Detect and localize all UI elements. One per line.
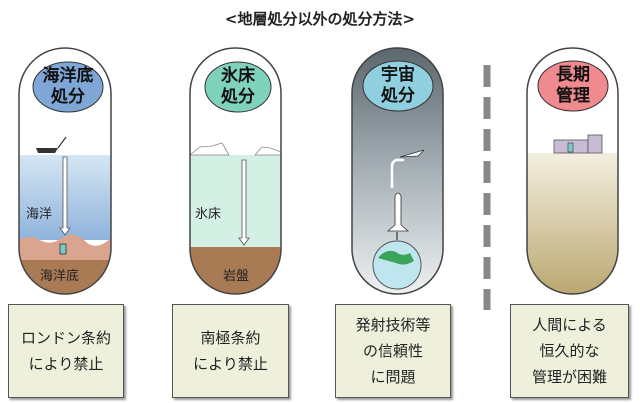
capsule-seabed xyxy=(18,47,112,295)
note-line: に問題 xyxy=(370,368,416,386)
rocket-icon xyxy=(386,192,410,232)
note-line: ロンドン条約 xyxy=(20,329,111,347)
note-line: 南極条約 xyxy=(200,329,261,347)
label-ellipse xyxy=(537,60,609,112)
label-line: 処分 xyxy=(51,87,85,107)
seabed-label: 海洋底 xyxy=(40,269,80,284)
note-box-icesheet: 南極条約 により禁止 xyxy=(172,304,289,398)
label-line: 管理 xyxy=(556,86,590,106)
method-label-space: 宇宙 処分 xyxy=(363,65,433,107)
bedrock-label: 岩盤 xyxy=(223,269,250,284)
method-label-longterm: 長期 管理 xyxy=(538,65,608,107)
label-line: 海洋底 xyxy=(42,66,94,86)
label-line: 宇宙 xyxy=(381,65,415,85)
ship-icon xyxy=(36,148,58,153)
note-line: により禁止 xyxy=(28,355,104,373)
label-ellipse xyxy=(204,61,272,113)
capsule-space xyxy=(351,47,444,295)
note-line: 発射技術等 xyxy=(355,316,431,334)
label-ellipse xyxy=(362,60,434,112)
arrow-down-icon xyxy=(238,159,250,246)
label-line: 処分 xyxy=(221,87,255,107)
label-line: 氷床 xyxy=(221,66,255,86)
method-label-icesheet: 氷床 処分 xyxy=(205,66,271,108)
note-line: 管理が困難 xyxy=(531,368,607,386)
note-box-seabed: ロンドン条約 により禁止 xyxy=(8,304,124,398)
note-box-space: 発射技術等 の信頼性 に問題 xyxy=(335,304,451,398)
note-box-longterm: 人間による 恒久的な 管理が困難 xyxy=(510,304,629,398)
capsule-longterm xyxy=(526,47,619,295)
icesheet-label: 氷床 xyxy=(195,207,222,222)
note-line: 人間による xyxy=(532,316,607,334)
ocean-label: 海洋 xyxy=(26,207,53,222)
label-ellipse xyxy=(32,61,104,113)
label-line: 処分 xyxy=(381,86,415,106)
note-line: の信頼性 xyxy=(362,342,423,360)
diagram-title: <地層処分以外の処分方法> xyxy=(224,10,416,28)
note-line: により禁止 xyxy=(193,355,268,373)
method-label-seabed: 海洋底 処分 xyxy=(33,66,103,108)
note-line: 恒久的な xyxy=(539,342,600,360)
arrow-down-icon xyxy=(59,156,71,236)
globe-icon xyxy=(378,250,414,265)
label-line: 長期 xyxy=(556,65,590,85)
